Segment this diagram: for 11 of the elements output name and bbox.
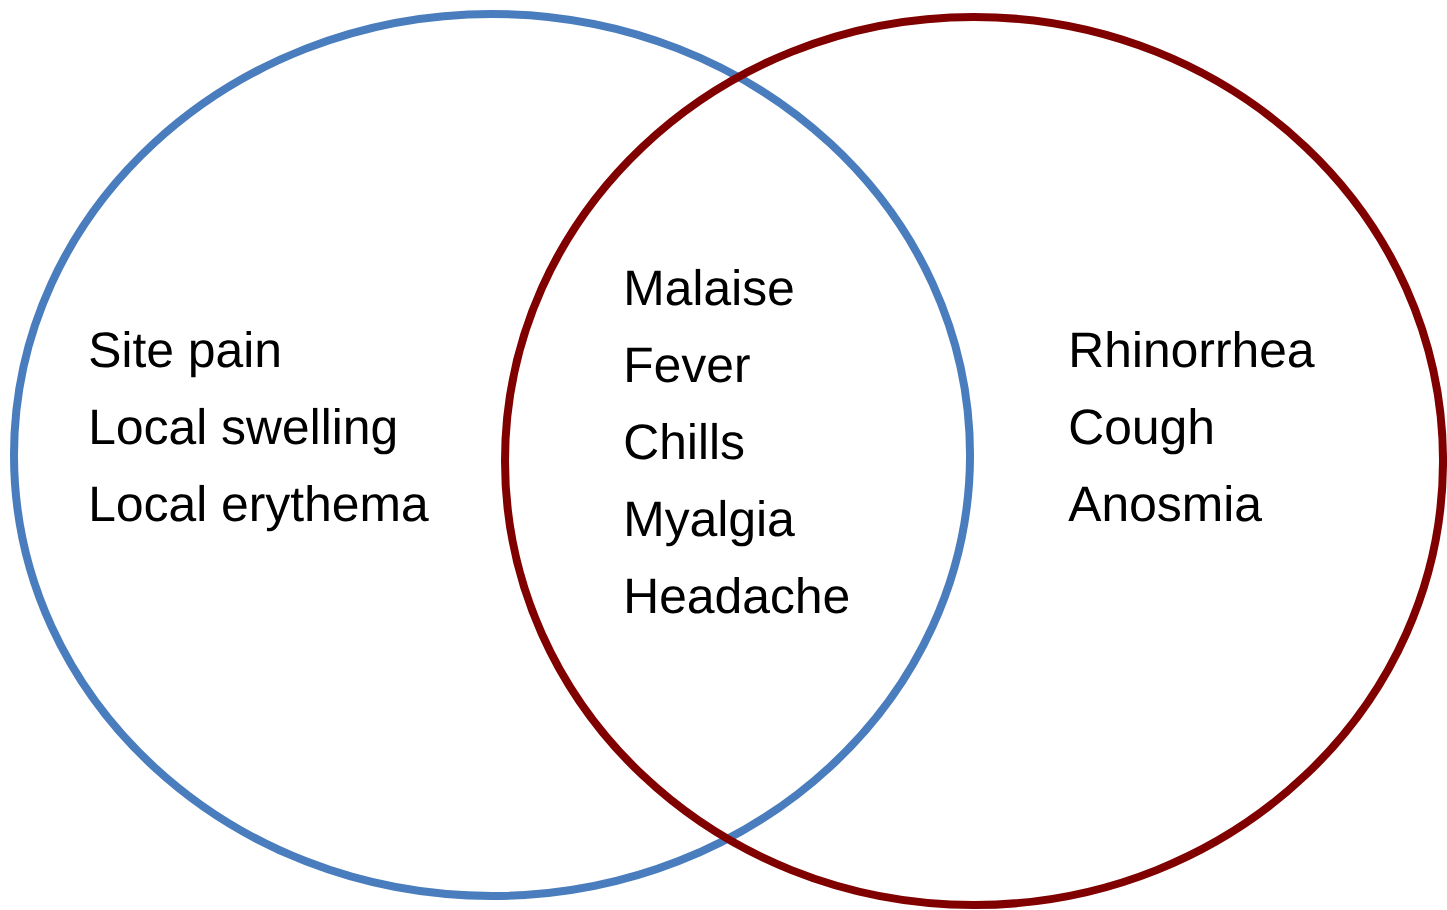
symptom-label: Rhinorrhea — [1072, 330, 1315, 368]
symptom-label: Local erythema — [92, 484, 429, 532]
symptom-label: Local swelling — [92, 407, 395, 455]
symptom-label: Cough — [1070, 407, 1212, 455]
symptom-label: Malaise — [627, 268, 793, 306]
symptom-label: Anosmia — [1068, 484, 1262, 522]
symptom-label: Headache — [627, 576, 849, 614]
symptom-label: Fever — [627, 347, 750, 383]
symptom-label: Chills — [625, 422, 744, 460]
symptom-label: Myalgia — [627, 499, 795, 547]
symptom-label: Site pain — [90, 330, 279, 378]
